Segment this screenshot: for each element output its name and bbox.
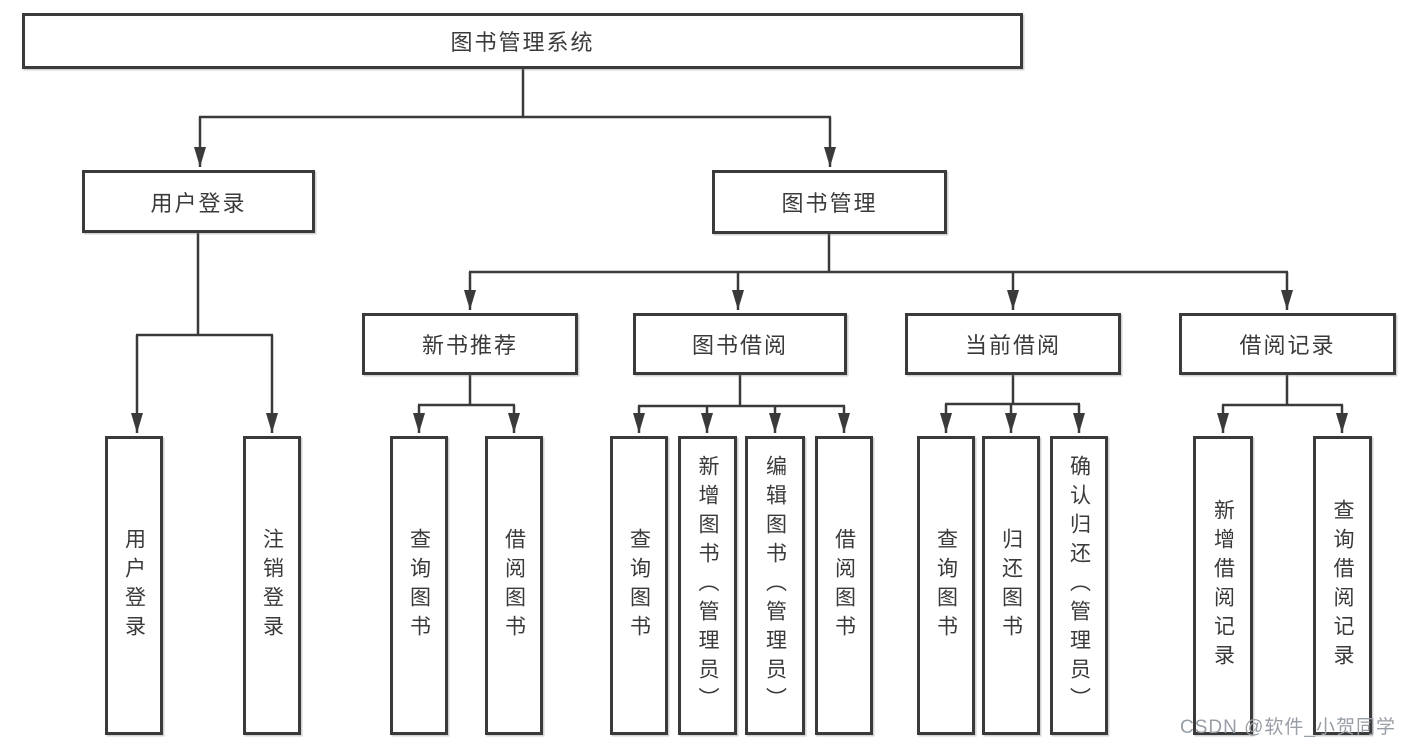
connector-recommend-to-leaves xyxy=(413,375,520,433)
leaf-query-books-recommend-label: 查询图书 xyxy=(407,527,431,644)
leaf-confirm-return-admin: 确认归还（管理员） xyxy=(1050,436,1108,735)
leaf-logout: 注销登录 xyxy=(243,436,301,735)
leaf-add-book-admin-label: 新增图书（管理员） xyxy=(696,455,719,716)
leaf-query-books-recommend: 查询图书 xyxy=(390,436,448,735)
node-current-borrow: 当前借阅 xyxy=(905,313,1121,375)
leaf-logout-label: 注销登录 xyxy=(260,527,284,644)
leaf-borrow-books-label: 借阅图书 xyxy=(832,527,856,644)
leaf-return-book: 归还图书 xyxy=(982,436,1040,735)
leaf-borrow-books-recommend-label: 借阅图书 xyxy=(502,527,526,644)
leaf-query-borrow-record-label: 查询借阅记录 xyxy=(1331,498,1354,673)
csdn-watermark: CSDN @软件_小贺同学 xyxy=(1180,717,1396,738)
leaf-add-book-admin: 新增图书（管理员） xyxy=(678,436,737,735)
leaf-borrow-books-recommend: 借阅图书 xyxy=(485,436,543,735)
connector-bookmgmt-to-level3 xyxy=(464,234,1293,310)
node-user-login-label: 用户登录 xyxy=(150,190,247,216)
leaf-user-login-label: 用户登录 xyxy=(122,527,146,644)
node-borrow-records-label: 借阅记录 xyxy=(1239,333,1336,358)
node-new-book-recommend-label: 新书推荐 xyxy=(421,333,518,358)
connector-borrow-to-leaves xyxy=(633,375,850,433)
node-library-system-label: 图书管理系统 xyxy=(450,30,595,55)
leaf-query-books-borrow: 查询图书 xyxy=(610,436,668,735)
connector-root-to-level2 xyxy=(194,69,836,167)
leaf-edit-book-admin: 编辑图书（管理员） xyxy=(745,436,805,735)
connector-userlogin-to-leaves xyxy=(131,233,278,433)
leaf-confirm-return-admin-label: 确认归还（管理员） xyxy=(1067,455,1091,716)
leaf-add-borrow-record: 新增借阅记录 xyxy=(1193,436,1253,735)
leaf-user-login: 用户登录 xyxy=(105,436,163,735)
node-book-management-label: 图书管理 xyxy=(781,191,878,216)
leaf-query-books-current: 查询图书 xyxy=(917,436,975,735)
leaf-add-borrow-record-label: 新增借阅记录 xyxy=(1211,498,1235,673)
node-current-borrow-label: 当前借阅 xyxy=(964,333,1061,358)
node-new-book-recommend: 新书推荐 xyxy=(362,313,578,375)
node-library-system: 图书管理系统 xyxy=(22,13,1023,69)
leaf-query-books-borrow-label: 查询图书 xyxy=(627,527,651,644)
leaf-borrow-books: 借阅图书 xyxy=(815,436,873,735)
leaf-edit-book-admin-label: 编辑图书（管理员） xyxy=(763,455,787,716)
leaf-query-books-current-label: 查询图书 xyxy=(934,527,958,644)
connector-current-to-leaves xyxy=(940,375,1085,433)
node-book-borrow-label: 图书借阅 xyxy=(691,333,788,358)
connector-records-to-leaves xyxy=(1217,375,1348,433)
node-borrow-records: 借阅记录 xyxy=(1179,313,1396,375)
leaf-query-borrow-record: 查询借阅记录 xyxy=(1313,436,1372,735)
node-book-management: 图书管理 xyxy=(712,170,947,234)
node-user-login: 用户登录 xyxy=(82,170,315,233)
node-book-borrow: 图书借阅 xyxy=(633,313,847,375)
leaf-return-book-label: 归还图书 xyxy=(999,527,1023,644)
